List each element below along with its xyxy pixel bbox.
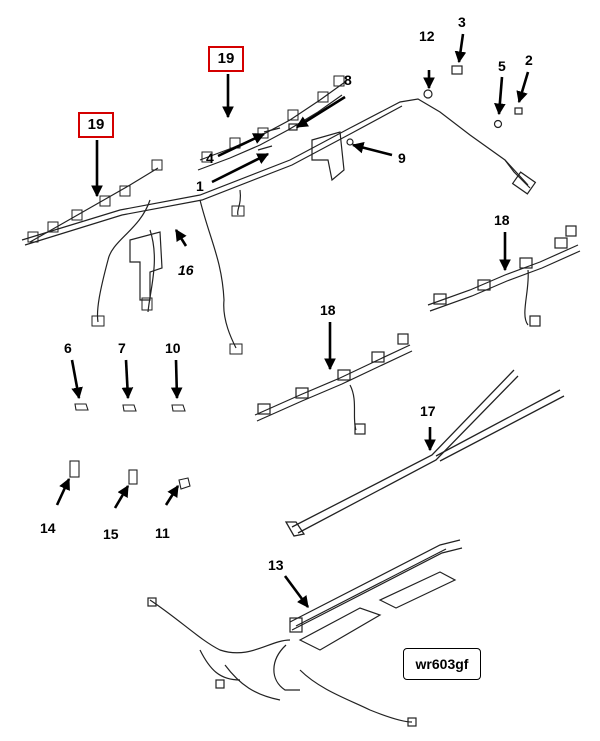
main-engine-harness [21,65,537,355]
arrow-2 [516,71,530,104]
callout-2: 2 [525,52,533,68]
injector-harness-left [254,333,413,435]
callout-19-top-box: 19 [208,46,244,72]
callout-13: 13 [268,557,284,573]
arrow-11 [164,485,180,506]
arrow-15 [113,484,130,509]
callout-4: 4 [206,150,214,166]
reference-code-label: wr603gf [403,648,481,680]
arrow-14 [55,477,71,506]
callout-1: 1 [196,178,204,194]
arrow-1 [211,152,270,184]
callout-16: 16 [178,262,194,278]
callout-17: 17 [420,403,436,419]
callout-10: 10 [165,340,181,356]
callout-18-left: 18 [320,302,336,318]
arrow-4 [217,132,266,158]
arrow-9 [351,141,393,157]
arrow-16 [174,229,188,247]
callout-15: 15 [103,526,119,542]
callout-arrows [55,33,530,608]
callout-9: 9 [398,150,406,166]
callout-8: 8 [344,72,352,88]
arrow-13 [283,575,310,608]
injector-harness-right [427,225,581,327]
arrow-6 [70,359,83,400]
callout-3: 3 [458,14,466,30]
callout-11: 11 [155,525,170,541]
callout-18-right: 18 [494,212,510,228]
callout-6: 6 [64,340,72,356]
clip-parts [74,403,186,412]
arrow-8 [296,95,346,129]
small-fittings [69,460,191,490]
arrow-7 [121,359,134,400]
arrow-10 [170,359,183,400]
arrow-3 [454,33,467,64]
callout-7: 7 [118,340,126,356]
callout-12: 12 [419,28,435,44]
rail-module [147,539,463,727]
arrow-5 [494,76,506,116]
callout-19-left-box: 19 [78,112,114,138]
callout-14: 14 [40,520,56,536]
tube-harness [284,369,565,537]
callout-5: 5 [498,58,506,74]
